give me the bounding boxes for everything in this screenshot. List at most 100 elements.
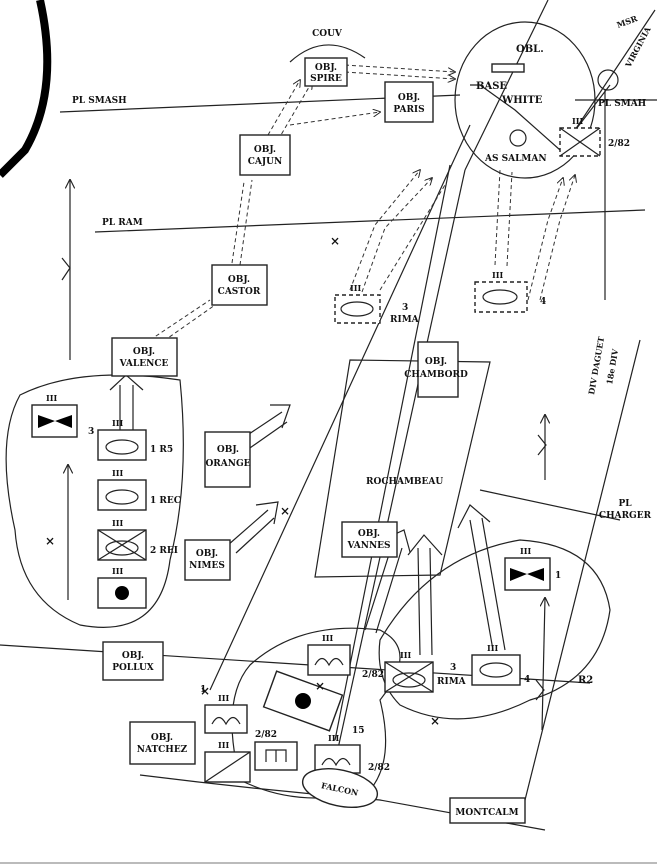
rochambeau-sector xyxy=(314,359,491,578)
axis-line-virginia xyxy=(574,9,656,131)
obj-chambord-label-2: CHAMBORD xyxy=(404,370,468,380)
r2-label: R2 xyxy=(578,675,593,686)
virginia-label: VIRGINIA xyxy=(622,24,653,70)
arrow-bottom-zig xyxy=(535,679,545,701)
unit-box-bottom-b xyxy=(204,704,248,734)
div-18-label: 18e DIV xyxy=(604,347,620,385)
obj-paris-label-1: OBJ. xyxy=(398,93,420,103)
unit-size-bottom-c: III xyxy=(218,740,229,750)
obj-pollux-label-2: POLLUX xyxy=(112,663,154,673)
unit-size-282-mid: III xyxy=(400,650,411,660)
unit-box-rima3-bottom xyxy=(471,654,521,686)
unit-box-bottom-a xyxy=(307,644,351,676)
axis-line-right xyxy=(519,339,641,821)
axis-line-falcon xyxy=(334,164,451,741)
route-paris-left xyxy=(289,112,380,126)
div-daguet-label: DIV DAGUET xyxy=(586,336,606,396)
unit-cross-282-mid xyxy=(384,661,434,693)
obj-orange-label-2: ORANGE xyxy=(205,459,250,469)
route-spire-base xyxy=(344,64,455,72)
obj-cajun-label-2: CAJUN xyxy=(248,157,282,167)
unit-box-rima4-top xyxy=(474,281,528,313)
unit-box-rec xyxy=(97,479,147,511)
unit-rei-label: 2 REI xyxy=(150,546,178,556)
unit-rima4-top-num: 4 xyxy=(540,297,546,307)
white-label: WHITE xyxy=(501,95,543,106)
x-marker-2: × xyxy=(280,504,290,518)
unit-arc-bottom-a xyxy=(314,657,344,667)
obj-nimes-box xyxy=(184,539,231,581)
unit-size-rima3-bottom: III xyxy=(487,643,498,653)
obj-valence-label-2: VALENCE xyxy=(119,359,169,369)
unit-size-rima3-top: III xyxy=(350,283,361,293)
obj-castor-label-1: OBJ. xyxy=(228,275,250,285)
unit-num1-bottom: 1 xyxy=(200,685,206,695)
unit-size-bottom-b: III xyxy=(218,693,229,703)
phase-line-ram xyxy=(94,209,646,233)
unit-size-r5: III xyxy=(112,418,123,428)
x-marker-5: × xyxy=(430,714,440,728)
obj-spire-label-1: OBJ. xyxy=(315,63,337,73)
obj-natchez-box xyxy=(129,721,196,765)
unit-rima3-bottom-num: 3 xyxy=(450,663,456,673)
obj-vannes-label-2: VANNES xyxy=(346,541,390,551)
thick-curve xyxy=(0,0,52,178)
unit-box-r5 xyxy=(97,429,147,461)
unit-tracks-rima3-bottom xyxy=(479,662,513,678)
pl-charger-label-1: PL xyxy=(618,499,632,509)
arrow-right-up-zig xyxy=(537,434,547,456)
obj-vannes-label-1: OBJ. xyxy=(358,529,380,539)
obj-chambord-label-1: OBJ. xyxy=(425,357,447,367)
unit-symbol-bowtie-left xyxy=(38,415,72,428)
obj-orange-label-1: OBJ. xyxy=(217,445,239,455)
unit-size-bottom-a: III xyxy=(322,633,333,643)
unit-size-left-1: III xyxy=(46,393,57,403)
route-castor-valence xyxy=(149,299,211,341)
axis-line-left xyxy=(209,124,471,691)
route-rima4-up xyxy=(494,169,501,266)
x-marker-4: × xyxy=(315,679,325,693)
unit-symbol-bowtie-right xyxy=(510,568,544,581)
obl-area xyxy=(454,21,596,179)
arrow-bottom-right xyxy=(542,598,545,731)
obj-castor-box xyxy=(211,264,268,306)
route-rima4-up-2 xyxy=(506,171,513,267)
obj-castor-label-2: CASTOR xyxy=(218,287,261,297)
unit-282-bottom-label: 2/82 xyxy=(368,763,390,773)
obj-spire-label-2: SPIRE xyxy=(310,74,342,84)
x-marker-1: × xyxy=(330,234,340,248)
unit-size-rec: III xyxy=(112,468,123,478)
route-rima4-right-2 xyxy=(527,178,563,301)
x-marker-3: × xyxy=(45,534,55,548)
obj-pollux-box xyxy=(102,641,164,681)
route-rima4-right xyxy=(539,175,575,301)
unit-num1-right: 1 xyxy=(555,571,561,581)
unit-size-282-bottom: III xyxy=(328,733,339,743)
route-castor-valence-2 xyxy=(157,304,216,346)
obl-small-box xyxy=(491,63,525,73)
obj-nimes-label-1: OBJ. xyxy=(196,549,218,559)
route-rima-top xyxy=(349,170,420,291)
unit-size-282-top: III xyxy=(572,116,583,126)
axis-line-center xyxy=(329,169,466,786)
unit-r5-label: 1 R5 xyxy=(150,445,173,455)
right-assembly-area xyxy=(378,539,611,720)
unit-cross-282-top xyxy=(559,127,601,157)
unit-rima3-top-num: 3 xyxy=(402,303,408,313)
obj-spire-box xyxy=(304,57,348,87)
arrow-left-up-zig xyxy=(61,257,71,281)
obj-valence-box xyxy=(111,337,178,377)
unit-size-rima4-top: III xyxy=(492,270,503,280)
unit-rima3-top-label: RIMA xyxy=(390,315,420,325)
unit-size-right-1: III xyxy=(520,546,531,556)
unit-bracket-bottom-d xyxy=(265,749,287,762)
left-assembly-area xyxy=(5,374,184,628)
unit-cross-rei xyxy=(97,529,147,561)
couv-label: COUV xyxy=(312,29,343,39)
obj-pollux-label-1: OBJ. xyxy=(122,651,144,661)
unit-num15: 15 xyxy=(352,726,365,736)
as-salman-marker xyxy=(509,129,527,147)
msr-label: MSR xyxy=(615,13,639,30)
route-cajun-spire-2 xyxy=(277,82,312,141)
